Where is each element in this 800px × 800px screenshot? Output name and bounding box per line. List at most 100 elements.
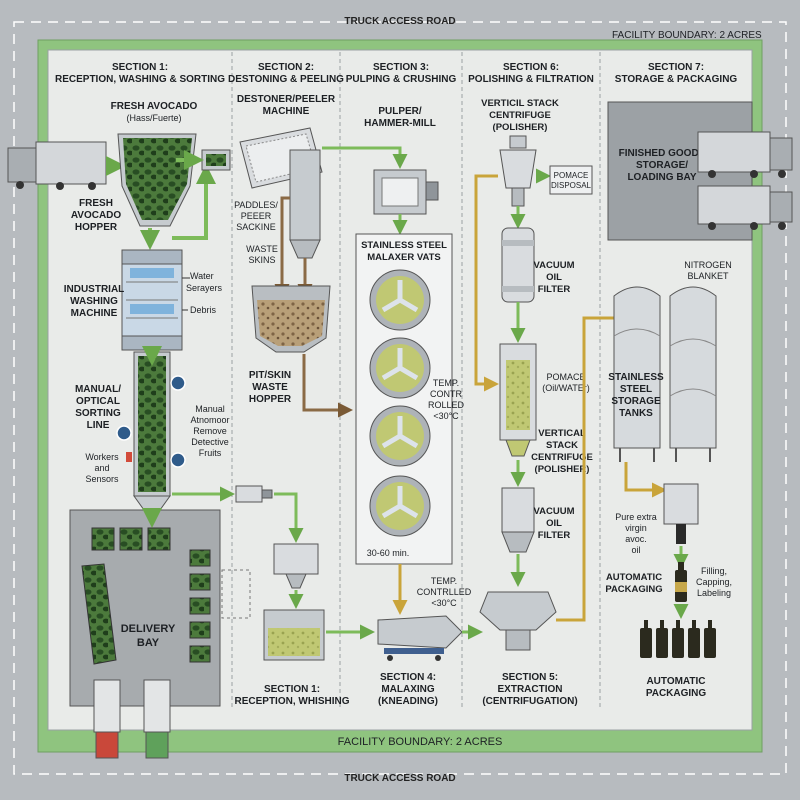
section-3-num: SECTION 3:	[373, 62, 429, 73]
section-1-num: SECTION 1:	[112, 62, 168, 73]
label-autopack2-1: AUTOMATIC	[646, 676, 705, 687]
decanter-centrifuge	[377, 615, 463, 661]
label-pomace-disp-1: POMACE	[554, 171, 589, 180]
label-workers-1: Workers	[85, 452, 119, 462]
pulper-hammer-mill	[373, 169, 439, 215]
label-autopack2-2: PACKAGING	[646, 688, 707, 699]
label-manual-2: Atnomoor	[190, 415, 229, 425]
label-vac1-2: OIL	[546, 272, 562, 283]
section-1-name: RECEPTION, WASHING & SORTING	[55, 74, 225, 85]
label-vac2-3: FILTER	[538, 530, 571, 541]
label-vac1-1: VACUUM	[534, 260, 575, 271]
label-vac2-2: OIL	[546, 518, 562, 529]
truck-outgoing-2	[697, 185, 793, 230]
section-7-num: SECTION 7:	[648, 62, 704, 73]
label-fresh-avocado: FRESH AVOCADO	[111, 101, 198, 112]
label-wash-2: WASHING	[70, 296, 118, 307]
bottle-cases	[640, 620, 716, 658]
destoner-peeler-machine	[201, 127, 323, 259]
label-pure-2: virgin	[625, 523, 647, 533]
label-water-1: Water	[190, 271, 214, 281]
label-destoner-1: DESTONER/PEELER	[237, 94, 336, 105]
label-sort-4: LINE	[87, 420, 110, 431]
label-sort-3: SORTING	[75, 408, 121, 419]
road-label-bottom: TRUCK ACCESS ROAD	[344, 773, 455, 784]
section-3-name: PULPING & CRUSHING	[346, 74, 457, 85]
label-hopper-2: AVOCADO	[71, 210, 122, 221]
label-pulper-2: HAMMER-MILL	[364, 118, 436, 129]
bottom-section-5-sub: (CENTRIFUGATION)	[482, 696, 577, 707]
vertical-stack-centrifuge-mid	[499, 343, 537, 457]
bottom-section-4-sub: (KNEADING)	[378, 696, 438, 707]
vacuum-oil-filter-1	[501, 227, 535, 303]
label-delivery-2: BAY	[137, 637, 160, 649]
label-filling-1: Filling,	[701, 566, 727, 576]
label-pit-1: PIT/SKIN	[249, 370, 291, 381]
label-temp-a-2: CONTR	[430, 389, 462, 399]
label-time: 30-60 min.	[367, 548, 410, 558]
arrow-skins-to-hopper-a	[274, 196, 290, 299]
label-sort-2: OPTICAL	[76, 396, 120, 407]
section-2-num: SECTION 2:	[258, 62, 314, 73]
label-sort-1: MANUAL/	[75, 384, 121, 395]
arrow-destoner-to-pulper	[322, 146, 408, 169]
truck-green	[143, 679, 171, 759]
label-nitrogen-1: NITROGEN	[684, 260, 732, 270]
truck-incoming-left	[7, 141, 107, 190]
label-vcent-1: VERTICIL STACK	[481, 98, 559, 109]
industrial-washing-machine	[121, 249, 183, 351]
label-finished-1: FINISHED GOODS	[619, 148, 706, 159]
label-tanks-4: TANKS	[619, 408, 653, 419]
label-pure-3: avoc.	[625, 534, 647, 544]
label-finished-2: STORAGE/	[636, 160, 688, 171]
label-malaxer-1: STAINLESS STEEL	[361, 240, 447, 251]
label-vcent2-2: STACK	[546, 440, 578, 451]
label-temp-b-3: <30°C	[431, 598, 457, 608]
label-autopack-1: AUTOMATIC	[606, 572, 662, 583]
arrow-hopper-to-malaxer	[302, 354, 353, 418]
label-pomace-2: (Oil/WATEr)	[542, 383, 590, 393]
label-manual-4: Detective	[191, 437, 229, 447]
label-pit-2: WASTE	[252, 382, 288, 393]
label-pomace-1: POMACE	[546, 372, 585, 382]
malaxer-vat-1	[369, 269, 431, 331]
label-vcent2-4: (POLISHER)	[535, 464, 590, 475]
vacuum-oil-filter-2	[501, 487, 535, 553]
malaxer-vat-3	[369, 405, 431, 467]
label-tanks-3: STORAGE	[611, 396, 661, 407]
label-fresh-avocado-sub: (Hass/Fuerte)	[126, 113, 181, 123]
fresh-avocado-hopper	[117, 133, 197, 227]
delivery-bay	[69, 509, 251, 707]
single-bottle	[675, 562, 687, 602]
pipe-tanks-to-filler	[624, 462, 667, 498]
sorting-line	[133, 351, 171, 511]
bottom-section-4-num: SECTION 4:	[380, 672, 436, 683]
label-filling-3: Labeling	[697, 588, 731, 598]
bottom-section-1-name: RECEPTION, WHISHING	[234, 696, 349, 707]
label-temp-b-1: TEMP.	[431, 576, 457, 586]
label-water-2: Serayers	[186, 283, 223, 293]
section-7-name: STORAGE & PACKAGING	[615, 74, 738, 85]
section-dividers	[231, 52, 601, 710]
label-tanks-1: STAINLESS	[608, 372, 664, 383]
secondary-crusher	[235, 485, 325, 661]
label-vac2-1: VACUUM	[534, 506, 575, 517]
disc-stack-separator	[479, 591, 557, 651]
label-paddles-2: PEEER	[241, 211, 272, 221]
label-manual-1: Manual	[195, 404, 225, 414]
bottom-section-5-num: SECTION 5:	[502, 672, 558, 683]
label-wash-3: MACHINE	[71, 308, 118, 319]
label-nitrogen-2: BLANKET	[687, 271, 729, 281]
label-autopack-2: PACKAGING	[605, 584, 662, 595]
label-destoner-2: MACHINE	[263, 106, 310, 117]
label-tanks-2: STEEL	[620, 384, 652, 395]
label-temp-a-1: TEMP.	[433, 378, 459, 388]
arrow-crusher-down	[274, 492, 304, 543]
label-paddles-3: SACKINE	[236, 222, 276, 232]
boundary-label-top: FACILITY BOUNDARY: 2 ACRES	[612, 30, 762, 41]
label-malaxer-2: MALAXER VATS	[367, 252, 441, 263]
label-temp-b-2: CONTRLLED	[417, 587, 472, 597]
pit-skin-waste-hopper	[251, 285, 331, 353]
vertical-stack-centrifuge-top	[499, 135, 537, 207]
